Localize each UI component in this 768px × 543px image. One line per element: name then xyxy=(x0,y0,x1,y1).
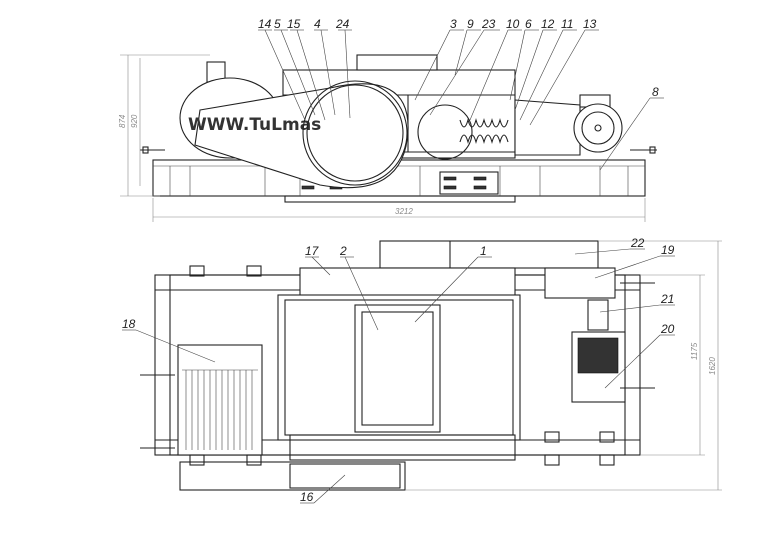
adjust-block xyxy=(439,171,499,195)
top-view-callouts: 17 2 1 22 19 21 20 18 16 xyxy=(122,236,675,504)
crusher-body xyxy=(277,294,521,441)
callout-14: 14 xyxy=(258,17,272,31)
callout-6: 6 xyxy=(525,17,532,31)
callout-20: 20 xyxy=(660,322,675,336)
callout-17: 17 xyxy=(305,244,320,258)
callout-23: 23 xyxy=(481,17,496,31)
callout-8: 8 xyxy=(652,85,659,99)
callout-11: 11 xyxy=(561,17,573,31)
top-view: 1175 1620 17 2 1 22 19 21 20 18 16 xyxy=(122,236,722,504)
callout-9: 9 xyxy=(467,17,474,31)
callout-21: 21 xyxy=(660,292,674,306)
callout-13: 13 xyxy=(583,17,597,31)
crushing-chamber xyxy=(354,304,441,433)
roll-movable xyxy=(417,104,473,160)
callout-10: 10 xyxy=(506,17,520,31)
pulley-16 xyxy=(179,461,406,491)
hopper-22 xyxy=(379,240,599,269)
side-view-callouts: 14 5 15 4 24 3 9 23 10 6 12 11 13 8 xyxy=(258,17,659,99)
callout-15: 15 xyxy=(287,17,301,31)
base-plate xyxy=(284,195,516,203)
side-view: WWW.TuLmas 874 920 3212 xyxy=(118,17,664,222)
coupling-21 xyxy=(587,299,609,331)
spring xyxy=(459,117,509,145)
callout-1: 1 xyxy=(480,244,487,258)
pulley xyxy=(302,80,408,186)
feed-hopper xyxy=(356,54,438,71)
base-frame xyxy=(152,159,646,197)
callout-12: 12 xyxy=(541,17,555,31)
gearbox-19 xyxy=(544,267,616,299)
callout-4: 4 xyxy=(314,17,321,31)
main-motor-18 xyxy=(177,344,263,456)
watermark-text: WWW.TuLmas xyxy=(188,115,321,135)
dim-3212: 3212 xyxy=(395,207,413,216)
gearbox xyxy=(514,99,581,156)
belt-guard xyxy=(194,83,409,189)
callout-22: 22 xyxy=(630,236,645,250)
dim-1620: 1620 xyxy=(708,357,717,375)
drive-motor xyxy=(573,103,623,153)
callout-3: 3 xyxy=(450,17,457,31)
callout-24: 24 xyxy=(335,17,350,31)
dim-1175: 1175 xyxy=(690,342,699,360)
callout-5: 5 xyxy=(274,17,281,31)
dim-920: 920 xyxy=(130,114,139,128)
dim-874: 874 xyxy=(118,114,127,128)
callout-2: 2 xyxy=(339,244,347,258)
housing-top-17 xyxy=(299,267,516,299)
callout-18: 18 xyxy=(122,317,136,331)
callout-16: 16 xyxy=(300,490,314,504)
callout-19: 19 xyxy=(661,243,675,257)
